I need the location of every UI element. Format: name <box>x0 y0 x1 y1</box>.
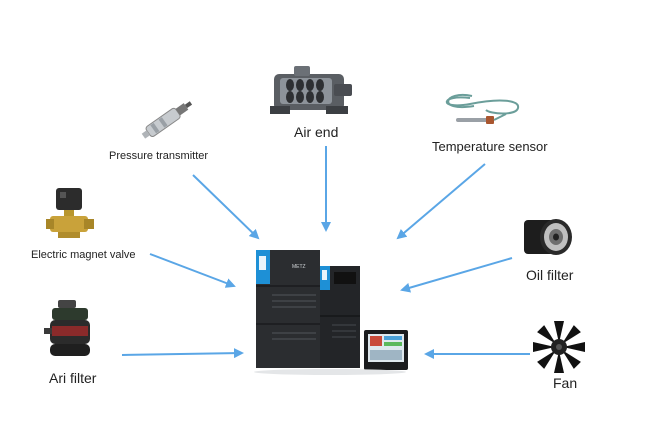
air-filter-icon <box>44 300 90 356</box>
oil-filter-label: Oil filter <box>526 267 574 283</box>
arrow-temperature-sensor <box>396 163 486 240</box>
touch-panel-icon <box>364 330 408 370</box>
arrow-oil-filter <box>400 257 513 293</box>
arrow-electric-magnet-valve <box>149 253 236 288</box>
drive-cabinet-icon: METZ <box>254 250 408 375</box>
temperature-sensor-icon <box>445 93 520 124</box>
temperature-sensor-label: Temperature sensor <box>432 139 548 154</box>
electric-magnet-valve-label: Electric magnet valve <box>31 249 136 261</box>
cabinet-brand: METZ <box>292 264 306 270</box>
air-filter-label: Ari filter <box>49 370 97 386</box>
fan-label: Fan <box>553 375 578 391</box>
arrow-air-filter <box>121 348 244 359</box>
pressure-transmitter-label: Pressure transmitter <box>109 150 209 162</box>
air-end-icon <box>270 66 352 114</box>
arrow-pressure-transmitter <box>192 174 260 240</box>
fan-icon <box>533 321 585 373</box>
air-end-label: Air end <box>294 124 339 140</box>
oil-filter-icon <box>524 219 572 255</box>
solenoid-valve-icon <box>46 188 94 238</box>
pressure-transmitter-icon <box>141 101 193 139</box>
